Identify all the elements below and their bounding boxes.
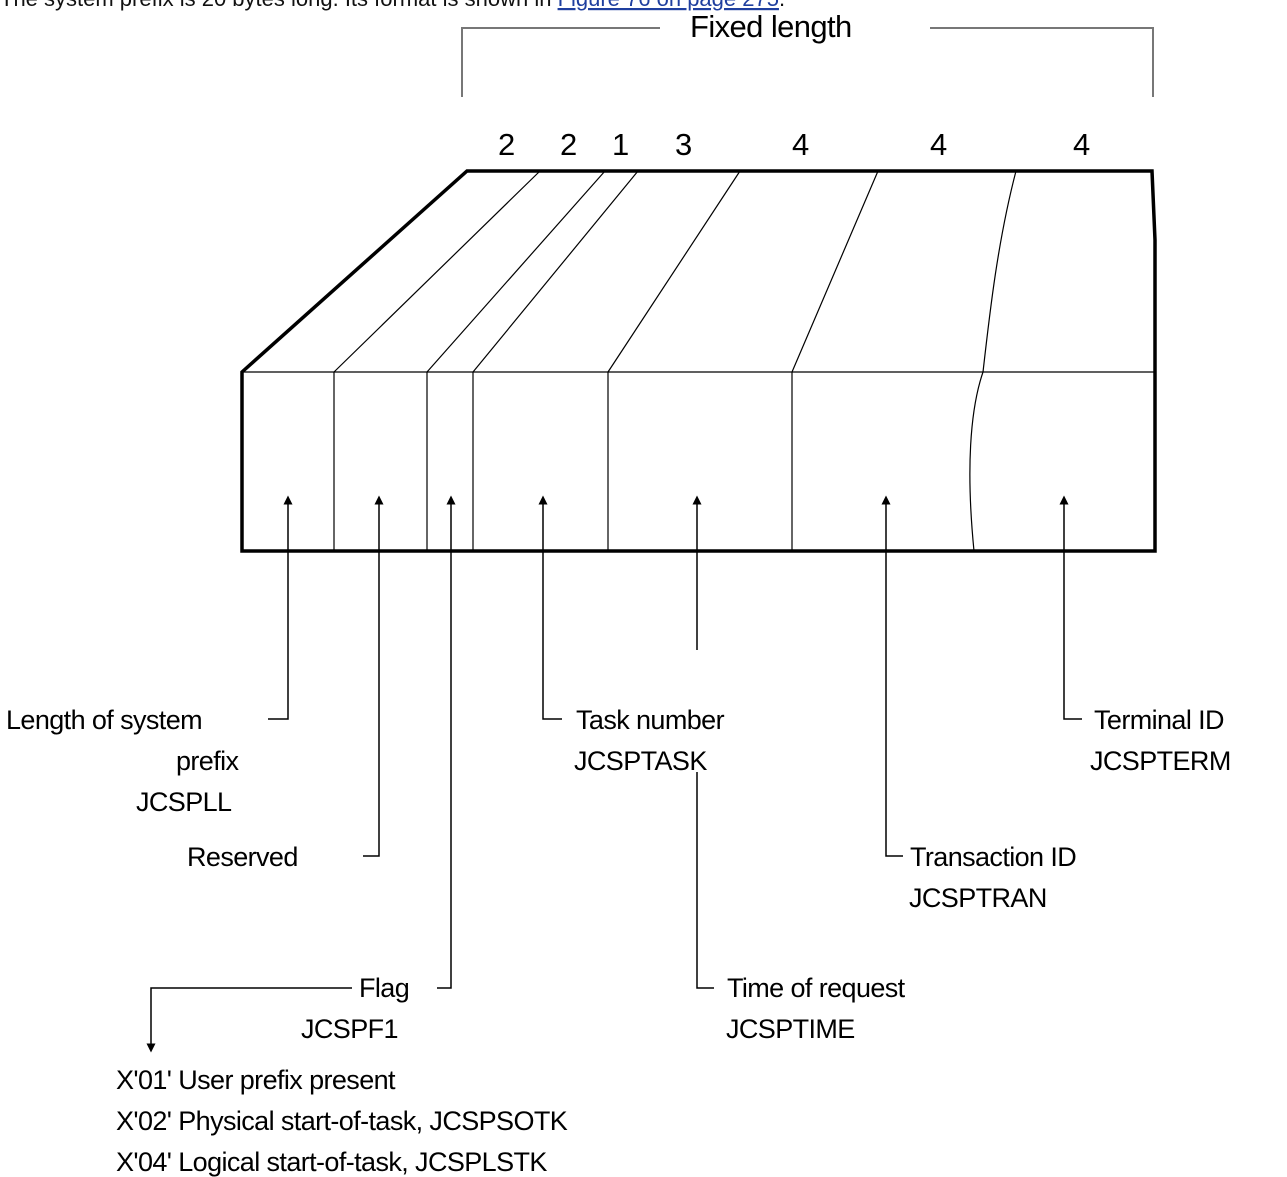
- flag-label: Flag: [359, 973, 409, 1003]
- field-length-numbers: 2 2 1 3 4 4 4: [498, 127, 1091, 162]
- caption-suffix: .: [779, 0, 785, 11]
- length-number: 4: [930, 127, 947, 162]
- fixed-length-label: Fixed length: [690, 9, 852, 44]
- flag-values: X'01' User prefix present X'02' Physical…: [116, 1065, 568, 1177]
- fixed-length-bracket: Fixed length: [461, 9, 1154, 97]
- flag-value-item: X'04' Logical start-of-task, JCSPLSTK: [116, 1147, 547, 1177]
- length-number: 2: [498, 127, 515, 162]
- length-number: 2: [560, 127, 577, 162]
- figure-reference-link[interactable]: Figure 76 on page 275: [558, 0, 779, 11]
- transaction-label: Transaction ID: [910, 842, 1076, 872]
- flag-value-item: X'01' User prefix present: [116, 1065, 396, 1095]
- task-field-code: JCSPTASK: [574, 746, 707, 776]
- field-labels: Length of system prefix JCSPLL Reserved …: [6, 705, 1231, 1044]
- caption-prefix: The system prefix is 20 bytes long. Its …: [0, 0, 558, 11]
- terminal-field-code: JCSPTERM: [1090, 746, 1231, 776]
- length-field-code: JCSPLL: [136, 787, 232, 817]
- length-number: 1: [612, 127, 629, 162]
- terminal-label: Terminal ID: [1094, 705, 1224, 735]
- length-label: Length of system: [6, 705, 202, 735]
- length-number: 4: [1073, 127, 1090, 162]
- leader-lines: [146, 495, 1082, 1053]
- length-number: 3: [675, 127, 692, 162]
- length-number: 4: [792, 127, 809, 162]
- flag-field-code: JCSPF1: [301, 1014, 398, 1044]
- time-field-code: JCSPTIME: [726, 1014, 855, 1044]
- transaction-field-code: JCSPTRAN: [909, 883, 1047, 913]
- caption-text: The system prefix is 20 bytes long. Its …: [0, 0, 785, 11]
- prefix-box: [240, 169, 1157, 553]
- reserved-label: Reserved: [187, 842, 298, 872]
- task-label: Task number: [576, 705, 725, 735]
- flag-value-item: X'02' Physical start-of-task, JCSPSOTK: [116, 1106, 568, 1136]
- time-label: Time of request: [727, 973, 906, 1003]
- length-label-2: prefix: [176, 746, 240, 776]
